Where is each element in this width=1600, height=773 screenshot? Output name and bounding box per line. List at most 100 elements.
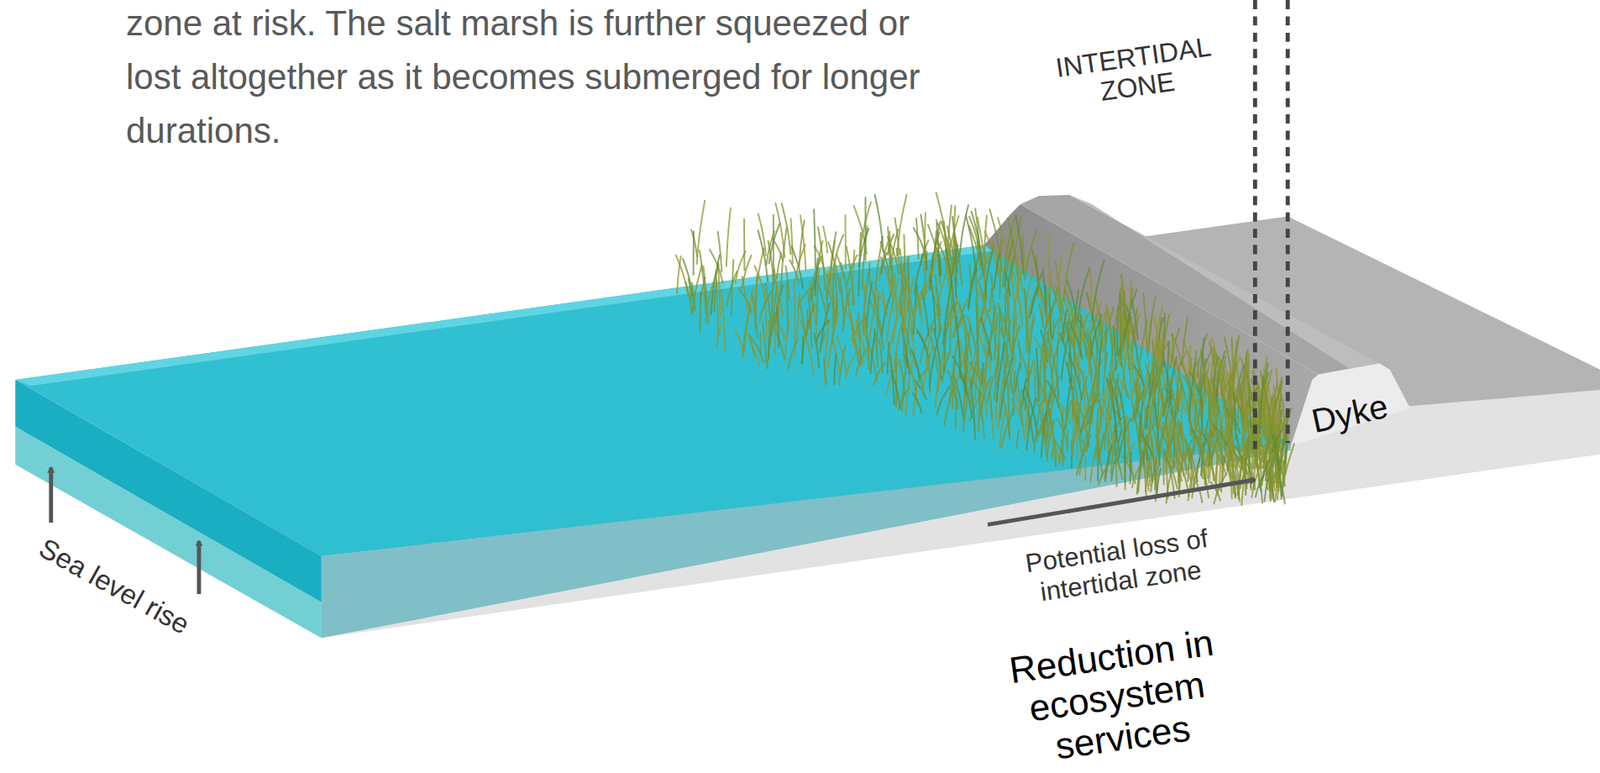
grass-blade [1005, 320, 1011, 368]
grass-blade [1141, 428, 1151, 486]
grass-blade [949, 286, 953, 350]
grass-blade [1151, 437, 1155, 479]
grass-blade [998, 307, 1001, 364]
grass-blade [1187, 467, 1195, 500]
grass-blade [768, 241, 775, 286]
intertidal-boundary-line [1285, 0, 1291, 443]
grass-blade [710, 255, 719, 315]
grass-blade [784, 319, 790, 361]
grass-blade [1210, 416, 1224, 466]
grass-blade [676, 256, 681, 294]
grass-blade [1055, 396, 1063, 423]
grass-blade [826, 288, 829, 310]
grass-blade [870, 284, 884, 349]
grass-blade [1039, 342, 1044, 387]
grass-blade [1232, 448, 1240, 467]
grass-blade [834, 353, 836, 384]
grass-blade [1213, 354, 1218, 409]
grass-blade [1241, 443, 1250, 505]
grass-blade [823, 358, 827, 385]
grass-blade [954, 394, 957, 429]
grass-blade [1077, 267, 1090, 318]
grass-blade [1132, 314, 1139, 352]
grass-blade [894, 218, 899, 255]
grass-blade [969, 216, 981, 254]
grass-blade [699, 291, 703, 331]
grass-blade [994, 343, 1000, 400]
grass-blade [1024, 386, 1038, 434]
grass-blade [933, 230, 937, 257]
grass-blade [911, 350, 919, 379]
grass-blade [760, 333, 762, 354]
grass-blade [1084, 456, 1086, 481]
grass-blade [1071, 395, 1078, 457]
sea-level-rise-label: Sea level rise [11, 519, 218, 653]
grass-blade [873, 361, 886, 386]
grass-blade [1133, 419, 1142, 443]
grass-blade [1132, 466, 1139, 488]
grass-blade [1036, 399, 1048, 443]
grass-blade [1244, 367, 1247, 431]
grass-blade [1114, 453, 1123, 479]
grass-blade [1050, 424, 1057, 459]
grass-blade [692, 231, 695, 275]
grass-blade [1168, 356, 1176, 409]
grass-blade [982, 362, 984, 384]
grass-blade [734, 329, 744, 351]
grass-blade [832, 299, 839, 344]
grass-blade [922, 291, 929, 336]
grass-blade [984, 246, 997, 265]
grass-blade [1068, 353, 1082, 399]
grass-blade [793, 244, 806, 289]
intertidal-boundary-line [1253, 0, 1258, 450]
grass-blade [753, 247, 764, 312]
grass-blade [1038, 304, 1044, 329]
grass-blade [1044, 396, 1050, 426]
grass-blade [863, 283, 866, 336]
grass-blade [989, 390, 992, 418]
grass-blade [839, 345, 845, 385]
grass-blade [930, 336, 938, 373]
grass-blade [682, 258, 693, 297]
zone-label: INTERTIDAL ZONE [1027, 28, 1244, 116]
grass-blade [936, 247, 940, 284]
grass-blade [1196, 444, 1203, 483]
grass-blade [1126, 415, 1131, 471]
grass-blade [1091, 391, 1095, 424]
grass-blade [1022, 234, 1023, 274]
grass-blade [1083, 434, 1092, 456]
grass-blade [880, 241, 891, 285]
grass-blade [1001, 408, 1014, 448]
grass-blade [847, 255, 858, 286]
grass-blade [985, 366, 987, 386]
grass-blade [1264, 428, 1275, 462]
grass-blade [1196, 483, 1202, 503]
grass-blade [816, 320, 829, 341]
water-front [321, 442, 1291, 638]
grass-blade [893, 321, 903, 372]
grass-blade [1024, 230, 1038, 281]
grass-blade [1120, 309, 1134, 369]
grass-blade [1266, 466, 1270, 491]
grass-blade [960, 340, 965, 370]
grass-blade [979, 376, 992, 418]
grass-blade [726, 208, 731, 267]
grass-blade [852, 250, 855, 306]
grass-blade [818, 283, 828, 323]
grass-blade [887, 236, 899, 274]
grass-blade [765, 230, 775, 265]
grass-blade [1152, 339, 1155, 389]
grass-blade [1272, 454, 1275, 499]
grass-blade [1114, 336, 1127, 397]
grass-blade [917, 330, 929, 357]
grass-blade [902, 361, 907, 411]
grass-blade [1098, 434, 1104, 461]
grass-blade [864, 197, 866, 261]
grass-blade [976, 314, 979, 366]
grass-blade [1017, 293, 1022, 314]
grass-blade [1158, 365, 1160, 429]
loss-arrow [987, 479, 1255, 525]
grass-blade [774, 267, 780, 319]
grass-blade [1043, 340, 1046, 403]
grass-blade [1138, 320, 1148, 381]
